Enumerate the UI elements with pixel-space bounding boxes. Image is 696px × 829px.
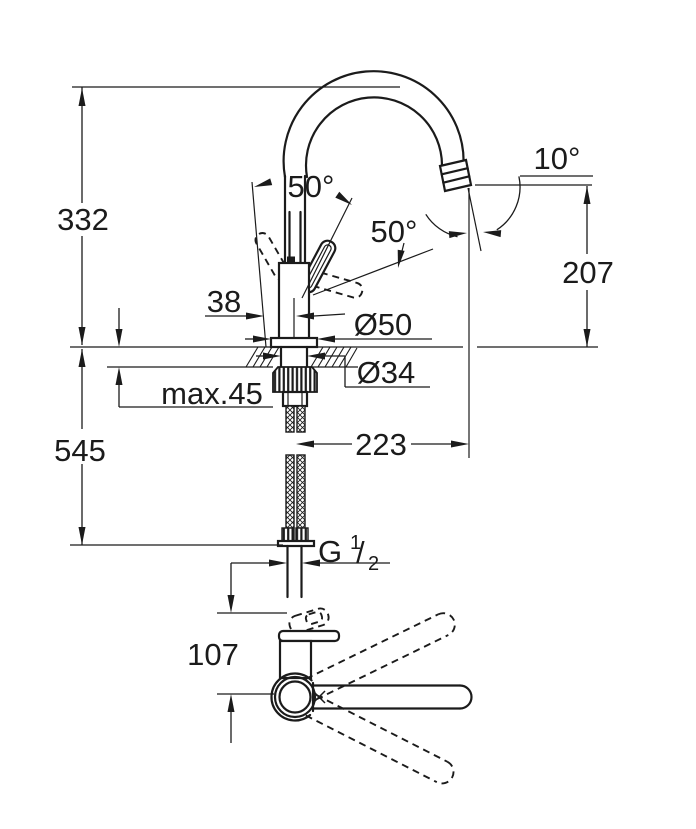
tailpiece	[281, 390, 309, 408]
dim-dia50-label: Ø50	[354, 307, 413, 342]
dim-outlet-height: 207	[475, 184, 614, 347]
dim-handle-to-axis: 107	[187, 563, 287, 743]
thread-numerator: 1	[350, 532, 361, 554]
dim-207-label: 207	[562, 255, 614, 290]
dim-50deg-back-label: 50°	[371, 214, 418, 249]
threaded-shank	[272, 366, 318, 393]
dim-max45-label: max.45	[161, 376, 263, 411]
riser-pipe	[283, 174, 307, 265]
cartridge-pin	[287, 256, 295, 264]
handle-top-solid	[277, 629, 341, 680]
spout-inner-arc	[304, 96, 444, 179]
dim-height-below-deck: 545	[54, 349, 283, 546]
dim-332-label: 332	[57, 202, 109, 237]
swivel-body-circles	[270, 672, 317, 722]
outlet-tilt-line	[467, 187, 482, 252]
flexible-hoses	[285, 405, 306, 529]
dim-38-label: 38	[207, 284, 241, 319]
dim-lever-swing-front: 50°	[251, 169, 353, 348]
dim-outlet-angle: 10°	[425, 141, 593, 239]
dim-thread-size: G 1 / 2	[231, 532, 390, 575]
thread-g-label: G	[318, 534, 342, 569]
lever-dashed-left	[254, 232, 290, 281]
dim-spout-projection: 223	[296, 427, 469, 462]
mixer-body	[277, 256, 311, 343]
dim-10deg-label: 10°	[534, 141, 581, 176]
supply-pipe	[286, 544, 303, 599]
aerator-tip	[438, 158, 473, 193]
dim-height-to-spout-top: 332	[57, 86, 400, 345]
spout-top-solid	[311, 681, 473, 713]
dim-max-deck-thickness: max.45	[115, 308, 273, 411]
thread-denominator: 2	[368, 553, 379, 575]
dim-base-diameter: Ø50	[245, 307, 432, 343]
handle-top-dashed	[288, 607, 330, 634]
pivot-cross	[312, 690, 326, 704]
dim-50deg-front-label: 50°	[288, 169, 335, 204]
faucet-top-view	[270, 607, 473, 785]
dim-545-label: 545	[54, 433, 106, 468]
dim-hole-diameter: Ø34	[256, 352, 430, 390]
hose-fittings	[276, 527, 316, 548]
dim-lever-offset: 38	[205, 284, 346, 320]
countertop-lines	[70, 346, 598, 368]
dim-dia34-label: Ø34	[357, 355, 416, 390]
dim-lever-swing-back: 50°	[312, 214, 434, 296]
countertop-hatching	[245, 346, 358, 368]
dim-223-label: 223	[355, 427, 407, 462]
spout-top-dashed-down	[305, 694, 455, 785]
faucet-side-view	[70, 70, 598, 599]
shank-through-hole	[279, 345, 309, 369]
dim-107-label: 107	[187, 637, 239, 672]
spout-top-dashed-up	[305, 612, 456, 701]
spout-outer-arc	[282, 70, 465, 179]
base-flange	[269, 336, 319, 349]
thread-slash: /	[356, 535, 365, 570]
